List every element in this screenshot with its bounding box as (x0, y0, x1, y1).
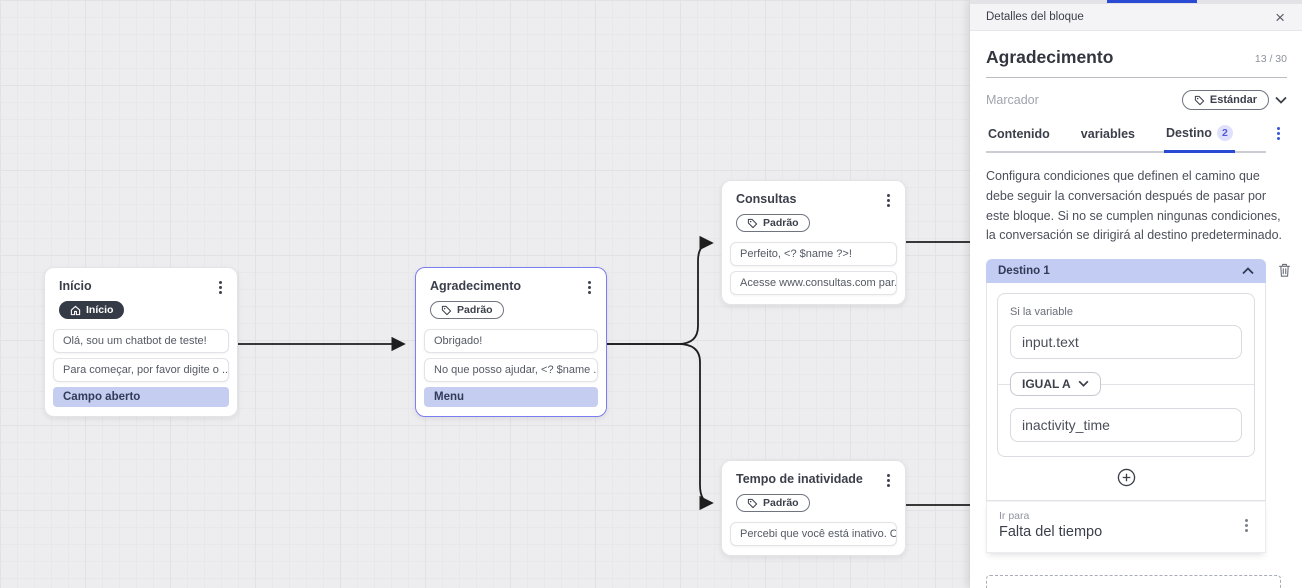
node-title: Agradecimento (430, 279, 521, 293)
add-condition-icon[interactable] (1117, 468, 1136, 487)
node-menu-icon[interactable] (213, 279, 227, 295)
chevron-down-icon[interactable] (1275, 96, 1287, 104)
node-menu-icon[interactable] (881, 472, 895, 488)
open-field-row[interactable]: Campo aberto (53, 386, 229, 407)
tabs-menu-icon[interactable] (1271, 125, 1285, 141)
marker-select[interactable]: Estándar (1181, 90, 1269, 110)
destination-count-badge: 2 (1216, 125, 1233, 141)
block-details-panel: Detalles del bloque × Agradecimento 13 /… (970, 0, 1302, 588)
destination-description: Configura condiciones que definen el cam… (986, 169, 1282, 243)
tag-icon (441, 305, 452, 315)
edge-agradecimento-tempo (607, 343, 714, 511)
destination-card-header[interactable]: Destino 1 (986, 259, 1266, 283)
start-badge: Início (59, 301, 125, 319)
node-agradecimento[interactable]: Agradecimento Padrão Obrigado! No que po… (415, 267, 607, 417)
tag-icon (747, 498, 758, 508)
message-bubble[interactable]: Acesse www.consultas.com par... (730, 270, 897, 295)
message-bubble[interactable]: Perfeito, <? $name ?>! (730, 241, 897, 266)
condition-card: Si la variable input.text IGUAL A inacti… (997, 293, 1255, 457)
divider (998, 383, 1254, 385)
char-counter: 13 / 30 (1254, 53, 1287, 65)
variable-input[interactable]: input.text (1010, 325, 1242, 359)
tab-destino[interactable]: Destino 2 (1164, 125, 1235, 153)
home-icon (70, 305, 81, 315)
marker-badge: Padrão (736, 494, 810, 512)
destination-title: Destino 1 (998, 265, 1050, 277)
block-name-input[interactable]: Agradecimento (986, 47, 1114, 67)
edge-agradecimento-consultas (607, 235, 714, 345)
menu-row[interactable]: Menu (424, 386, 598, 407)
panel-tabs: Contenido variables Destino 2 (986, 125, 1266, 153)
trash-icon[interactable] (1277, 262, 1292, 278)
message-bubble[interactable]: Para começar, por favor digite o ... (53, 357, 229, 382)
panel-title: Detalles del bloque (986, 11, 1084, 23)
value-input[interactable]: inactivity_time (1010, 408, 1242, 442)
chevron-down-icon (1078, 380, 1089, 387)
add-destination-button[interactable]: Agregar destino (986, 575, 1281, 588)
goto-label: Ir para (999, 510, 1030, 522)
message-bubble[interactable]: Percebi que você está inativo. C... (730, 521, 897, 546)
message-bubble[interactable]: No que posso ajudar, <? $name ... (424, 357, 598, 382)
marker-badge: Padrão (430, 301, 504, 319)
destination-card: Destino 1 Si la variable input.text (986, 259, 1290, 553)
goto-row[interactable]: Ir para Falta del tiempo (986, 501, 1266, 553)
node-tempo-inatividade[interactable]: Tempo de inatividade Padrão Percebi que … (721, 460, 906, 556)
condition-label: Si la variable (1010, 306, 1073, 318)
node-menu-icon[interactable] (582, 279, 596, 295)
message-bubble[interactable]: Obrigado! (424, 328, 598, 353)
tag-icon (747, 218, 758, 228)
tag-icon (1194, 95, 1205, 105)
goto-value: Falta del tiempo (999, 524, 1103, 540)
node-title: Início (59, 279, 92, 293)
close-icon[interactable]: × (1275, 7, 1285, 27)
panel-top-strip (970, 0, 1302, 4)
node-consultas[interactable]: Consultas Padrão Perfeito, <? $name ?>! … (721, 180, 906, 305)
node-title: Tempo de inatividade (736, 472, 863, 486)
chevron-up-icon[interactable] (1242, 267, 1254, 275)
node-menu-icon[interactable] (881, 192, 895, 208)
tab-contenido[interactable]: Contenido (988, 126, 1050, 141)
node-inicio[interactable]: Início Início Olá, sou um chatbot de tes… (44, 267, 238, 417)
tab-variables[interactable]: variables (1080, 126, 1136, 141)
message-bubble[interactable]: Olá, sou um chatbot de teste! (53, 328, 229, 353)
goto-menu-icon[interactable] (1239, 517, 1253, 533)
marker-badge: Padrão (736, 214, 810, 232)
active-tab-accent (1107, 0, 1197, 3)
marker-label: Marcador (986, 93, 1039, 107)
node-title: Consultas (736, 192, 797, 206)
operator-select[interactable]: IGUAL A (1010, 371, 1101, 396)
